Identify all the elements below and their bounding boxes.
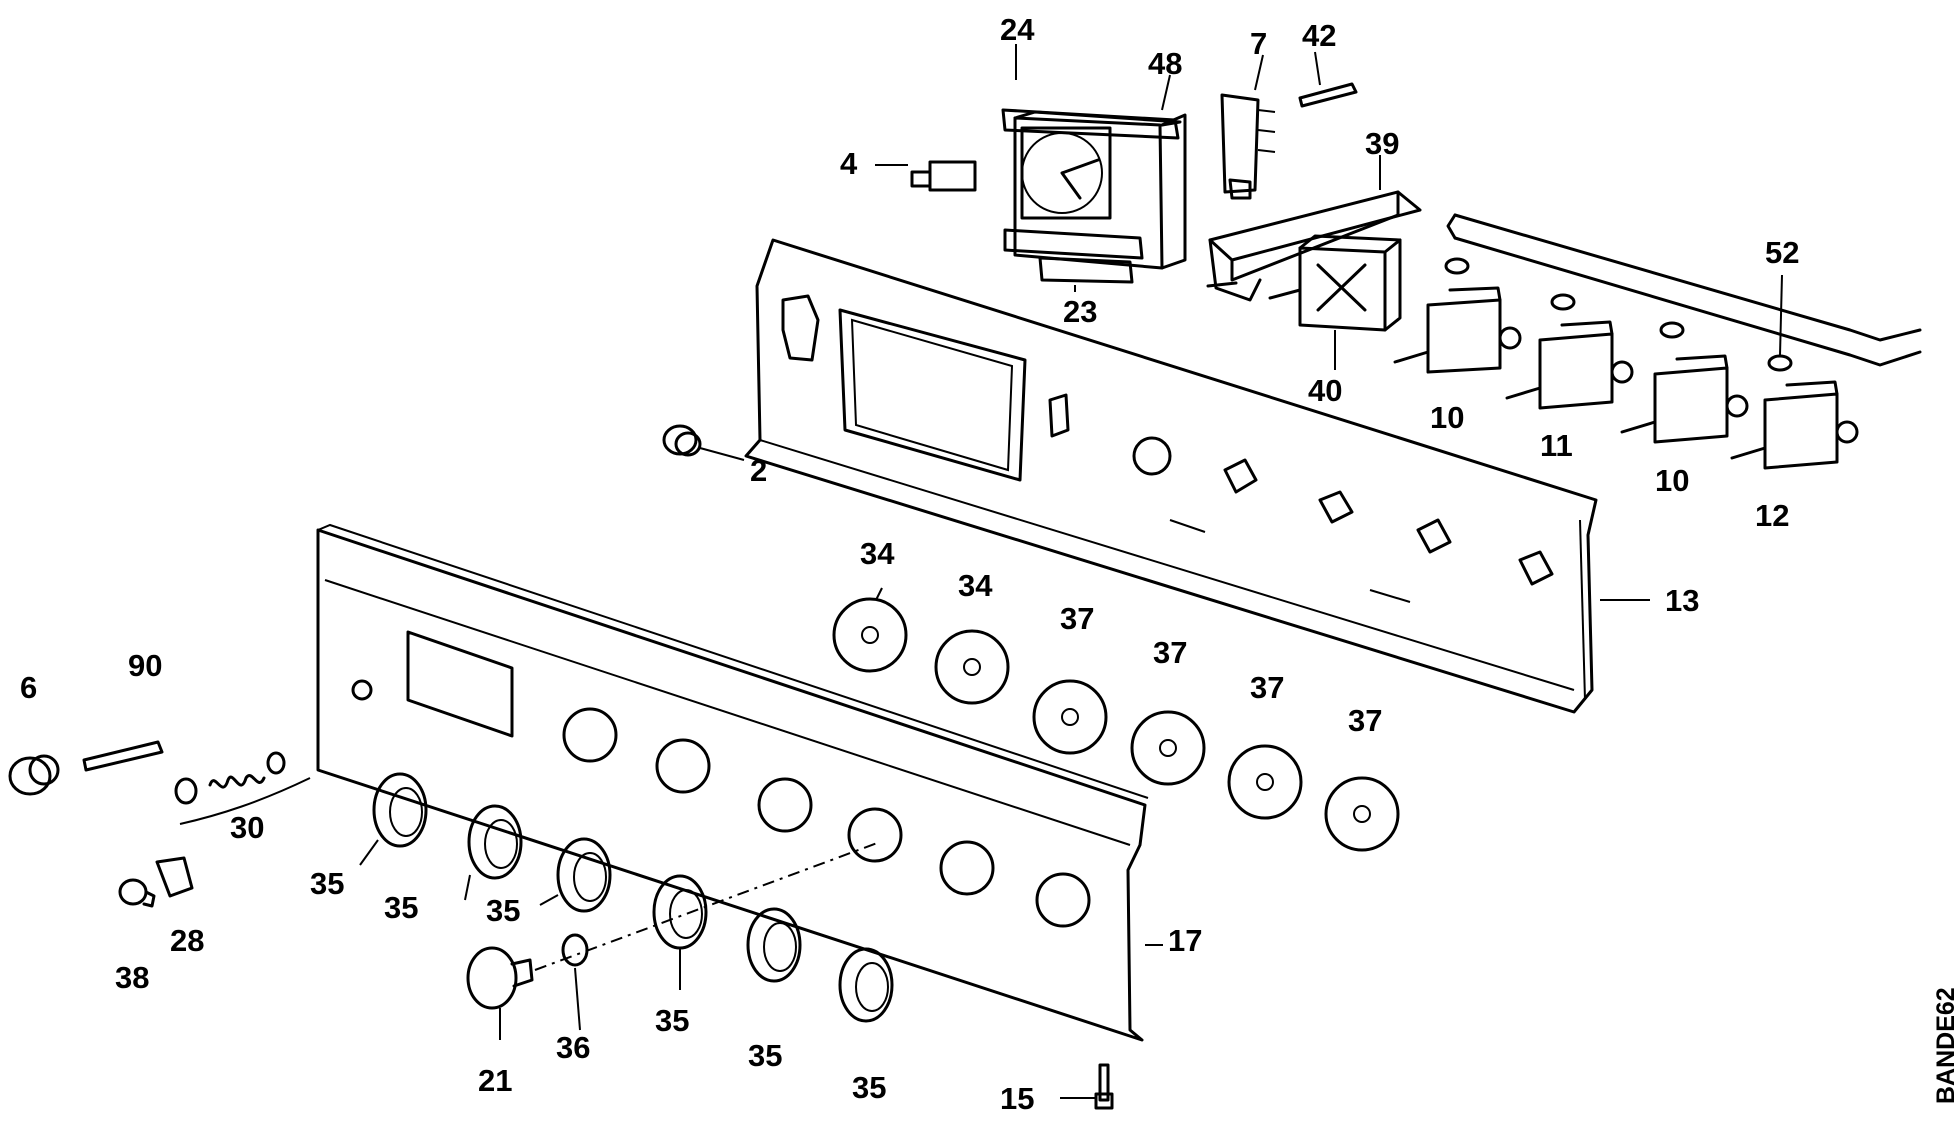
thermostat-part-39: [1206, 190, 1422, 302]
callout-52: 52: [1765, 235, 1800, 270]
insert-part-36: [561, 933, 589, 967]
callout-24: 24: [1000, 12, 1035, 47]
clock-timer-part-48: [910, 108, 1187, 284]
callout-35-f: 35: [852, 1070, 887, 1105]
callout-13: 13: [1665, 583, 1700, 618]
knob-part-6: [8, 754, 60, 796]
callout-35-c: 35: [486, 893, 521, 928]
callout-37-c: 37: [1250, 670, 1285, 705]
callout-39: 39: [1365, 126, 1400, 161]
callout-42: 42: [1302, 18, 1337, 53]
gas-tap-part-12: [1730, 380, 1859, 470]
callout-48: 48: [1148, 46, 1183, 81]
callout-6: 6: [20, 670, 38, 705]
callout-21: 21: [478, 1063, 513, 1098]
assembly-axis-line: [534, 841, 881, 971]
callout-4: 4: [840, 146, 858, 181]
dial-plates: [832, 597, 1400, 852]
callout-11: 11: [1540, 428, 1573, 463]
clip-part-28: [155, 856, 194, 898]
callout-10: 10: [1430, 400, 1465, 435]
callout-17: 17: [1168, 923, 1203, 958]
front-control-panel-part-17: [316, 523, 1149, 1042]
callout-12: 12: [1755, 498, 1790, 533]
shaft-part-90: [82, 740, 164, 772]
callout-10-b: 10: [1655, 463, 1690, 498]
leader-lines: [359, 44, 1783, 1099]
callout-35-d: 35: [655, 1003, 690, 1038]
callout-37-d: 37: [1348, 703, 1383, 738]
pipe-part-52: [1444, 213, 1922, 372]
callout-40: 40: [1308, 373, 1343, 408]
gas-tap-part-10-b: [1620, 354, 1749, 444]
callout-34-b: 34: [958, 568, 993, 603]
screw-part-38: [118, 878, 156, 908]
callout-2: 2: [750, 453, 768, 488]
diagram-code: BANDE62: [1932, 987, 1954, 1104]
callout-35: 35: [310, 866, 345, 901]
screw-part-15: [1094, 1063, 1114, 1110]
control-knob-part-21: [466, 946, 534, 1010]
callout-36: 36: [556, 1030, 591, 1065]
callout-7: 7: [1250, 26, 1268, 61]
callout-30: 30: [230, 810, 265, 845]
callout-28: 28: [170, 923, 205, 958]
callout-38: 38: [115, 960, 150, 995]
switch-part-7: [1220, 93, 1276, 200]
callout-15: 15: [1000, 1081, 1035, 1116]
gas-tap-part-10: [1393, 286, 1522, 374]
callout-35-b: 35: [384, 890, 419, 925]
button-part-2: [662, 424, 702, 457]
callout-37-b: 37: [1153, 635, 1188, 670]
element-part-42: [1298, 82, 1358, 108]
gas-tap-part-11: [1505, 320, 1634, 410]
spring-part-30: [174, 751, 311, 825]
callout-23: 23: [1063, 294, 1098, 329]
bezels-part-35: [372, 772, 894, 1023]
rear-bracket-part-13: [744, 238, 1598, 714]
thermostat-part-40: [1268, 234, 1402, 332]
callout-34: 34: [860, 536, 895, 571]
callout-90: 90: [128, 648, 163, 683]
callout-35-e: 35: [748, 1038, 783, 1073]
callout-37: 37: [1060, 601, 1095, 636]
